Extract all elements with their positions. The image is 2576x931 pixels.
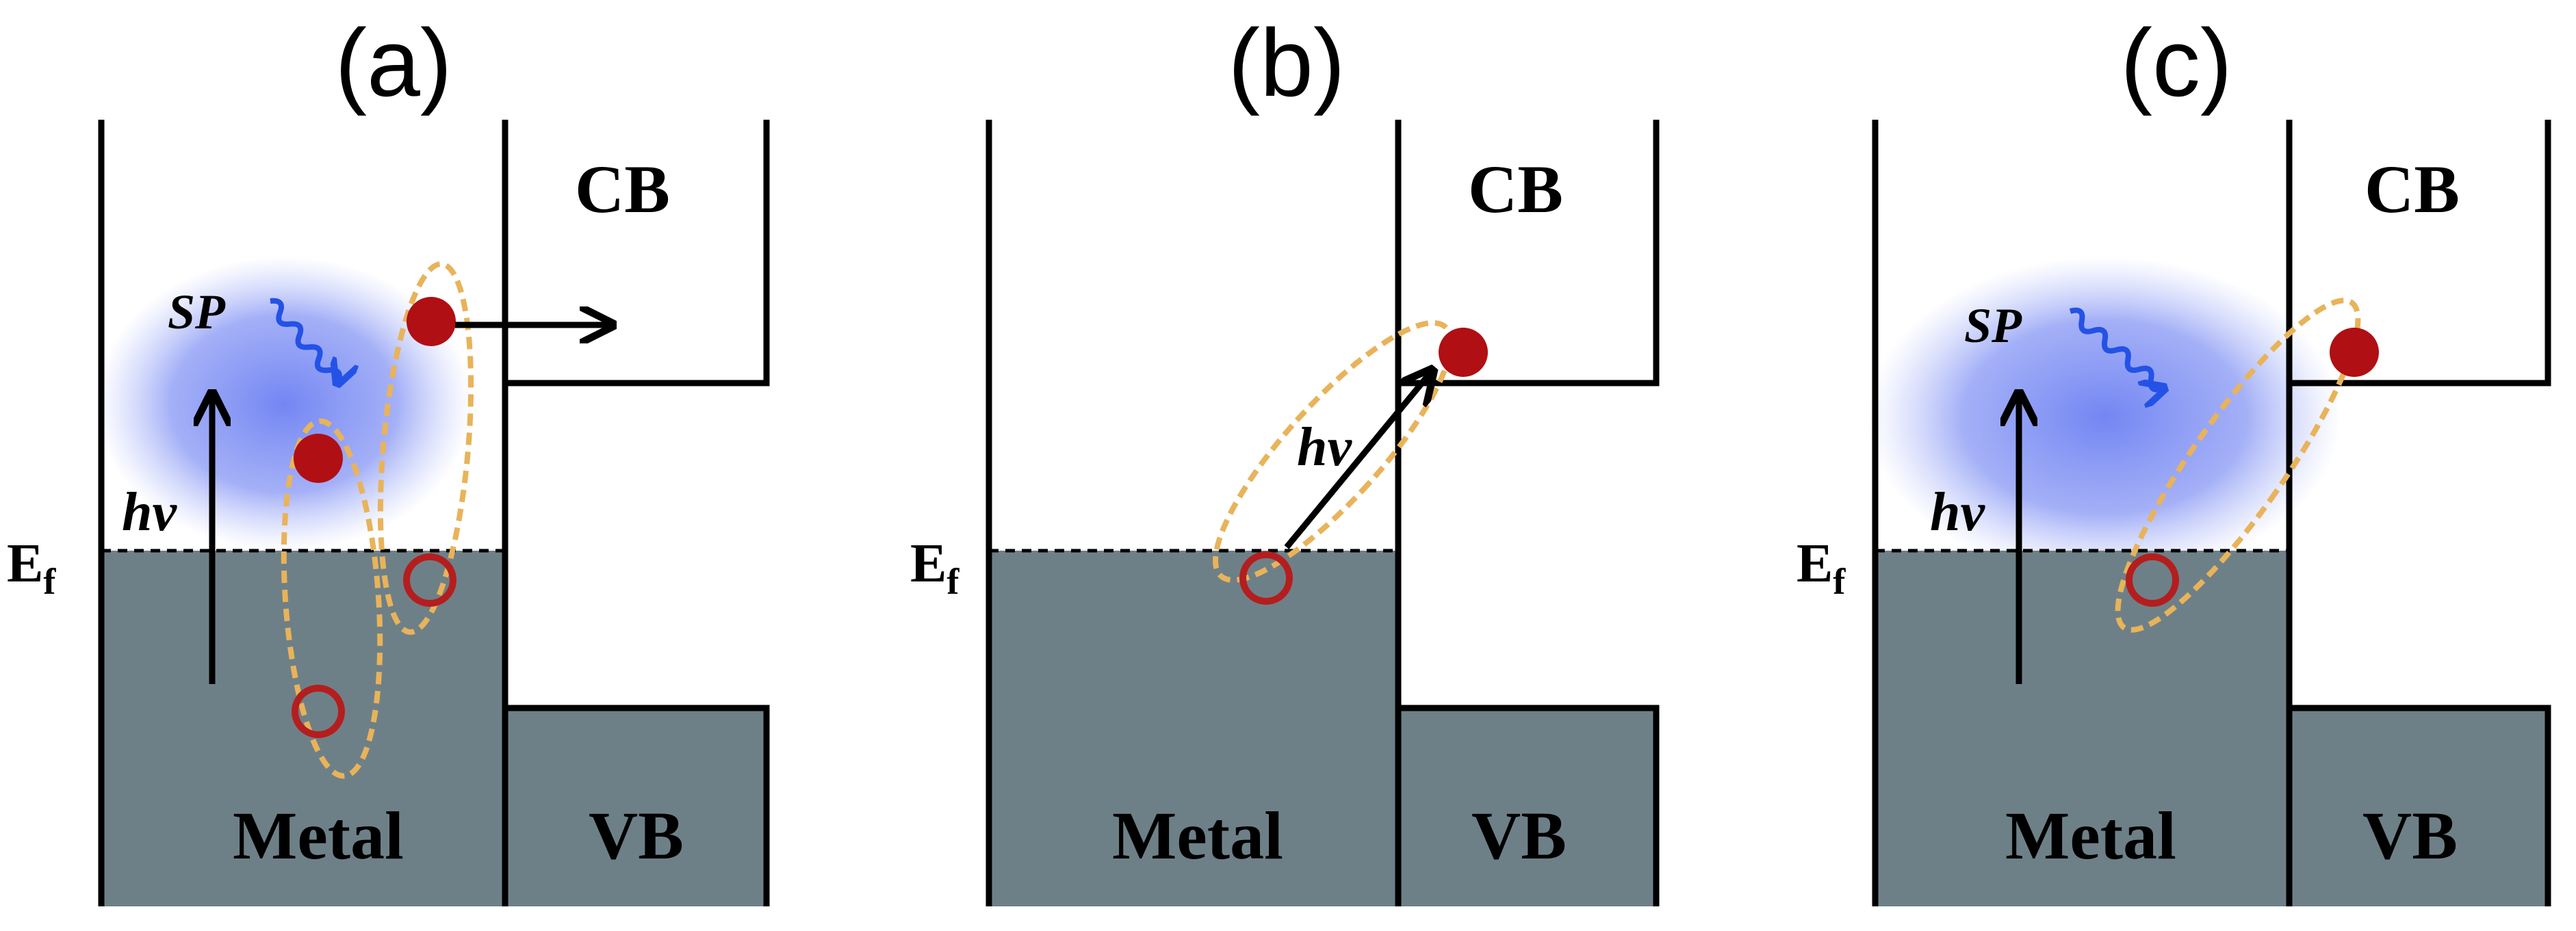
valence-band-edge (1398, 705, 1660, 906)
electron-hole-pair-outline (1213, 320, 1454, 583)
vb-label: VB (589, 798, 684, 874)
panel-c: (c) Metal VB CB Ef hν SP (1796, 9, 2551, 906)
panel-c-label: (c) (2120, 9, 2232, 116)
fermi-label: Ef (7, 534, 56, 602)
metal-band (1875, 551, 2289, 906)
valence-band-edge (2289, 705, 2551, 906)
hot-electron (1439, 328, 1488, 377)
plasmon-decay-arrow (2069, 307, 2166, 393)
hot-electron (2330, 328, 2379, 377)
hole (292, 685, 345, 738)
electron-hole-pair-outline (377, 261, 474, 635)
valence-band (2291, 708, 2548, 906)
fermi-label: Ef (910, 534, 959, 602)
conduction-band-edge (1398, 120, 1660, 386)
valence-band (506, 708, 767, 906)
hot-electron (407, 297, 456, 346)
conduction-band-edge (2289, 120, 2551, 386)
metal-label: Metal (1112, 798, 1283, 874)
sp-label: SP (1964, 298, 2022, 353)
panel-b-label: (b) (1228, 9, 1345, 116)
electron-hole-pair-outline (2115, 298, 2361, 633)
photon-energy-label: hν (1297, 417, 1352, 477)
electron-hole-pair-outline (281, 418, 383, 779)
fermi-label: Ef (1796, 534, 1846, 602)
panel-a-label: (a) (335, 9, 452, 116)
hole (2126, 553, 2179, 607)
metal-label: Metal (2005, 798, 2176, 874)
direct-excitation-arrow (1284, 373, 1430, 549)
metal-band (989, 551, 1398, 906)
cb-label: CB (1468, 151, 1563, 227)
surface-plasmon-glow (96, 257, 472, 551)
vb-label: VB (1471, 798, 1567, 874)
valence-band (1400, 708, 1656, 906)
hole (403, 553, 456, 607)
valence-band-edge (505, 705, 770, 906)
metal-label: Metal (233, 798, 404, 874)
hole (1239, 551, 1293, 605)
surface-plasmon-glow (1868, 257, 2341, 578)
vb-label: VB (2362, 798, 2458, 874)
panel-a: (a) Metal VB CB Ef hν SP (7, 9, 770, 906)
panel-b: (b) Metal VB CB Ef hν (910, 9, 1660, 906)
cb-label: CB (575, 151, 670, 227)
hot-electron (294, 434, 343, 483)
conduction-band-edge (505, 120, 770, 386)
plasmon-decay-arrow (270, 298, 343, 386)
cb-label: CB (2365, 151, 2460, 227)
photon-energy-label: hν (122, 482, 177, 542)
photon-energy-label: hν (1930, 482, 1985, 542)
sp-label: SP (168, 285, 226, 339)
